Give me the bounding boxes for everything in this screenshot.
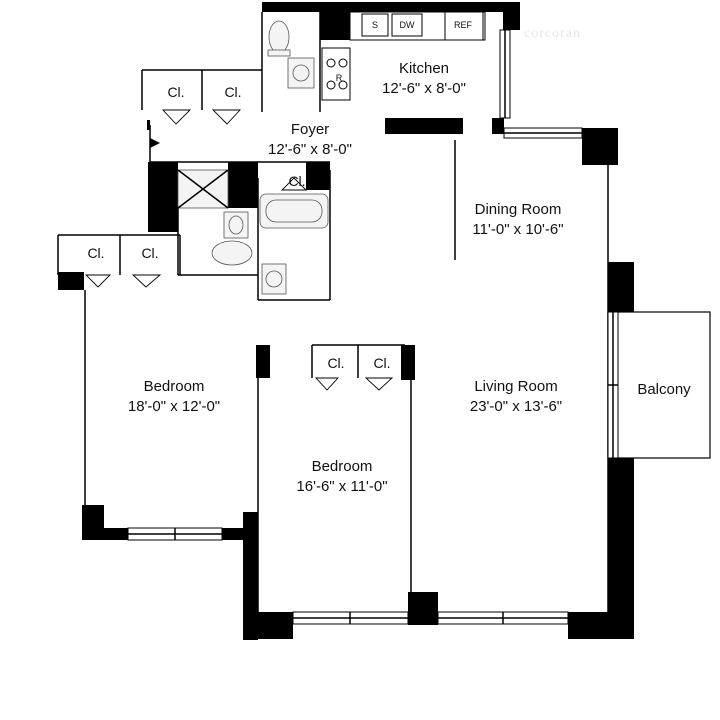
dining-room-name: Dining Room xyxy=(475,201,562,218)
closet-label: Cl. xyxy=(224,84,241,100)
windows xyxy=(127,29,583,625)
range-label: R xyxy=(336,73,343,83)
bedroom-1-size: 18'-0" x 12'-0" xyxy=(128,398,220,415)
kitchen-fixtures xyxy=(321,11,486,101)
bedroom-1-name: Bedroom xyxy=(144,378,205,395)
structural-walls xyxy=(58,2,634,640)
bedroom-2-size: 16'-6" x 11'-0" xyxy=(296,478,387,495)
range-fixture xyxy=(321,47,351,101)
living-room-name: Living Room xyxy=(474,378,557,395)
closet-label: Cl. xyxy=(167,84,184,100)
thin-walls xyxy=(57,12,609,625)
watermark-logo: corcoran xyxy=(524,26,581,41)
dishwasher-label: DW xyxy=(400,20,415,30)
closet-label: Cl. xyxy=(288,173,305,189)
refrigerator-label: REF xyxy=(454,20,473,30)
balcony xyxy=(607,311,711,459)
closet-label: Cl. xyxy=(141,245,158,261)
sink-fixture xyxy=(361,13,389,37)
bathroom-fixtures xyxy=(177,169,329,295)
foyer-size: 12'-6" x 8'-0" xyxy=(268,141,352,158)
foyer-name: Foyer xyxy=(291,121,329,138)
kitchen-size: 12'-6" x 8'-0" xyxy=(382,80,466,97)
kitchen-name: Kitchen xyxy=(399,60,449,77)
living-room-size: 23'-0" x 13'-6" xyxy=(470,398,562,415)
closet-label: Cl. xyxy=(373,355,390,371)
dishwasher-fixture xyxy=(391,13,423,37)
bedroom-2-name: Bedroom xyxy=(312,458,373,475)
entry-arrow-icon xyxy=(150,138,160,148)
doors xyxy=(84,109,394,391)
dining-room-size: 11'-0" x 10'-6" xyxy=(472,221,563,238)
balcony-name: Balcony xyxy=(637,381,691,398)
powder-room-fixtures xyxy=(267,20,315,89)
closet-label: Cl. xyxy=(87,245,104,261)
sink-label: S xyxy=(372,20,378,30)
closet-label: Cl. xyxy=(327,355,344,371)
refrigerator-fixture xyxy=(444,11,484,41)
